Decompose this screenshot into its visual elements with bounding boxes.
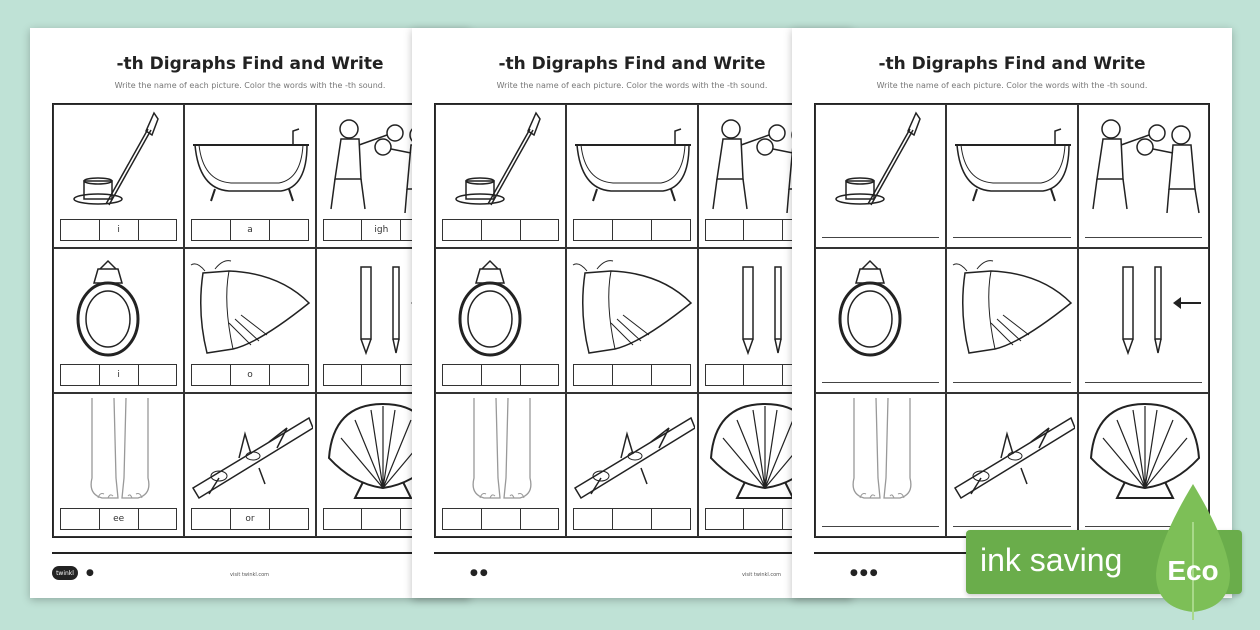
worksheet-3: -th Digraphs Find and Write Write the na… (792, 28, 1232, 598)
letter-boxes: or (191, 507, 309, 530)
picture-cell (1077, 248, 1209, 393)
thorn-stem-icon (189, 398, 313, 506)
ring-icon (440, 253, 564, 361)
worksheet-title: -th Digraphs Find and Write (116, 54, 384, 74)
picture-cell (815, 248, 947, 393)
pencils-icon (1083, 253, 1207, 361)
letter-boxes: a (191, 219, 309, 242)
write-line (1084, 525, 1202, 527)
write-line (822, 237, 940, 239)
picture-cell (815, 392, 947, 537)
picture-grid (434, 103, 830, 538)
letter-boxes: i (60, 219, 178, 242)
difficulty-dots: ●●● (850, 568, 880, 578)
picture-cell: o (184, 248, 316, 393)
letter-boxes (573, 363, 691, 386)
worksheet-title: -th Digraphs Find and Write (498, 54, 766, 74)
write-line (822, 525, 940, 527)
ring-icon (820, 253, 944, 361)
picture-grid (814, 103, 1210, 538)
bathtub-icon (189, 109, 313, 217)
paintbrush-icon (820, 109, 944, 217)
worksheet-instructions: Write the name of each picture. Color th… (496, 81, 768, 90)
write-line (1084, 237, 1202, 239)
paintbrush-icon (58, 109, 182, 217)
picture-cell (566, 248, 698, 393)
letter-boxes (442, 507, 560, 530)
ink-saving-label: ink saving (980, 542, 1123, 578)
letter-boxes (573, 219, 691, 242)
worksheet-title: -th Digraphs Find and Write (878, 54, 1146, 74)
write-line (953, 381, 1071, 383)
feet-icon (440, 398, 564, 506)
letter-boxes (442, 363, 560, 386)
boxers-icon (1083, 109, 1207, 217)
moth-icon (571, 253, 695, 361)
write-line (953, 525, 1071, 527)
picture-cell (435, 248, 567, 393)
picture-cell (946, 248, 1078, 393)
letter-boxes: o (191, 363, 309, 386)
letter-boxes: ee (60, 507, 178, 530)
thorn-stem-icon (571, 398, 695, 506)
picture-cell: i (53, 104, 185, 249)
bathtub-icon (571, 109, 695, 217)
letter-boxes (573, 507, 691, 530)
letter-boxes: i (60, 363, 178, 386)
worksheet-instructions: Write the name of each picture. Color th… (114, 81, 386, 90)
bathtub-icon (951, 109, 1075, 217)
picture-cell (946, 104, 1078, 249)
picture-cell: or (184, 392, 316, 537)
picture-cell (435, 104, 567, 249)
picture-cell: ee (53, 392, 185, 537)
picture-cell: i (53, 248, 185, 393)
worksheet-2: -th Digraphs Find and Write Write the na… (412, 28, 852, 598)
picture-cell (815, 104, 947, 249)
eco-leaf-icon: Eco (1156, 484, 1230, 620)
worksheet-1: -th Digraphs Find and Write Write the na… (30, 28, 470, 598)
worksheet-instructions: Write the name of each picture. Color th… (876, 81, 1148, 90)
picture-cell (946, 392, 1078, 537)
footer-url: visit twinkl.com (230, 572, 270, 578)
letter-boxes (442, 219, 560, 242)
write-line (1084, 381, 1202, 383)
moth-icon (189, 253, 313, 361)
feet-icon (58, 398, 182, 506)
picture-cell: a (184, 104, 316, 249)
feet-icon (820, 398, 944, 506)
footer-divider (52, 552, 448, 554)
write-line (822, 381, 940, 383)
footer-divider (434, 552, 830, 554)
thorn-stem-icon (951, 398, 1075, 506)
eco-label: Eco (1167, 555, 1218, 586)
picture-grid: i a igh i o n ee or ll (52, 103, 448, 538)
difficulty-dots: ● (86, 568, 96, 578)
paintbrush-icon (440, 109, 564, 217)
picture-cell (1077, 104, 1209, 249)
write-line (953, 237, 1071, 239)
picture-cell (566, 104, 698, 249)
ring-icon (58, 253, 182, 361)
picture-cell (435, 392, 567, 537)
moth-icon (951, 253, 1075, 361)
picture-cell (566, 392, 698, 537)
footer-url: visit twinkl.com (742, 572, 782, 578)
difficulty-dots: ●● (470, 568, 490, 578)
twinkl-logo: twinkl (52, 566, 78, 580)
